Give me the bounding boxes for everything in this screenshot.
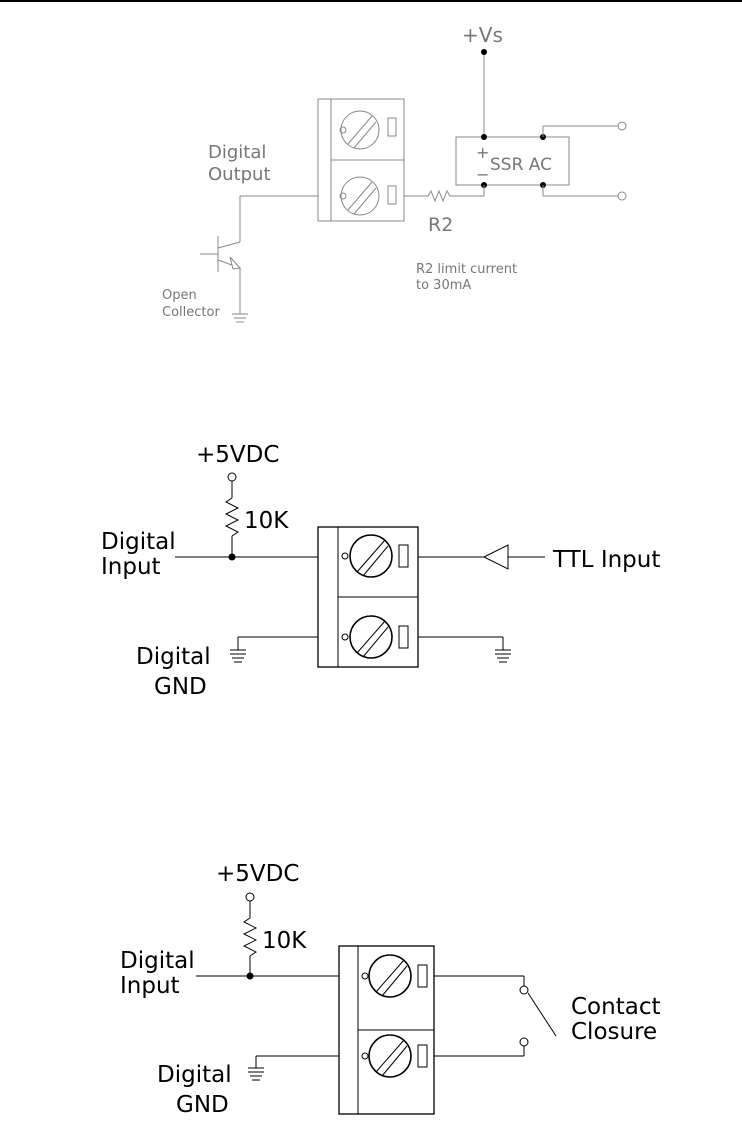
digital-gnd-label-line2: GND [176, 1092, 229, 1118]
terminal-block [338, 945, 435, 1115]
diagram-contact-closure: +5VDC 10K Digital Input Digital GND Cont… [120, 861, 660, 1118]
r2-label: R2 [428, 214, 453, 236]
transistor-icon [200, 236, 242, 272]
screw-icon [341, 534, 393, 578]
resistor-label: 10K [262, 928, 307, 954]
contact-closure-label-line2: Closure [571, 1019, 657, 1045]
pullup-resistor [224, 497, 240, 537]
digital-gnd-label-line2: GND [154, 674, 207, 700]
supply-terminal [245, 892, 255, 902]
open-collector-label-line2: Collector [162, 305, 220, 320]
digital-gnd-label-line1: Digital [136, 644, 211, 670]
resistor-label: 10K [244, 508, 289, 534]
r2-note-line1: R2 limit current [416, 262, 517, 277]
switch-terminal [519, 1037, 529, 1047]
switch-terminal [519, 985, 529, 995]
ssr-box [455, 136, 570, 186]
buffer-triangle-icon [482, 544, 509, 570]
terminal-slot [398, 544, 409, 568]
ground-icon [230, 649, 246, 663]
screw-icon [341, 615, 393, 659]
digital-output-label-line1: Digital [208, 142, 266, 163]
digital-input-label-line2: Input [120, 973, 180, 999]
open-collector-label-line1: Open [162, 288, 197, 303]
resistor-r2 [427, 189, 451, 203]
digital-output-label-line2: Output [208, 164, 271, 185]
ground-icon [495, 649, 511, 663]
ac-terminal [617, 121, 627, 131]
digital-input-label-line1: Digital [120, 948, 195, 974]
diagram-ttl-input: +5VDC 10K Digital Input Digital GND TTL … [101, 442, 660, 700]
junction-node [228, 553, 236, 561]
pullup-resistor [242, 917, 258, 957]
terminal-slot [417, 964, 428, 988]
digital-input-label-line1: Digital [101, 529, 176, 555]
ac-terminal [617, 191, 627, 201]
ground-icon [248, 1067, 264, 1081]
ssr-label: SSR AC [490, 155, 552, 175]
supply-terminal [227, 472, 237, 482]
terminal-slot [387, 117, 397, 137]
ssr-node [481, 134, 487, 140]
terminal-block [317, 98, 405, 222]
ttl-input-label: TTL Input [552, 547, 660, 573]
supply-label: +5VDC [196, 442, 279, 468]
vs-label: +Vs [462, 23, 503, 47]
diagram-ssr-output: +Vs + − SSR AC R2 [162, 23, 627, 323]
screw-icon [361, 954, 412, 998]
ground-icon [232, 313, 248, 323]
terminal-slot [387, 185, 397, 205]
contact-closure-label-line1: Contact [571, 994, 660, 1020]
terminal-block [317, 526, 419, 668]
screw-icon [361, 1034, 412, 1078]
screw-icon [339, 176, 380, 216]
junction-node [246, 972, 254, 980]
digital-gnd-label-line1: Digital [157, 1062, 232, 1088]
terminal-slot [398, 625, 409, 649]
ssr-plus-sign: + [476, 143, 489, 162]
digital-input-label-line2: Input [101, 554, 161, 580]
supply-label: +5VDC [216, 861, 299, 887]
vs-node [481, 49, 487, 55]
ssr-minus-sign: − [476, 165, 489, 184]
screw-icon [339, 110, 380, 150]
switch-lever-icon [527, 992, 557, 1037]
terminal-slot [417, 1044, 428, 1068]
r2-note-line2: to 30mA [416, 278, 471, 293]
